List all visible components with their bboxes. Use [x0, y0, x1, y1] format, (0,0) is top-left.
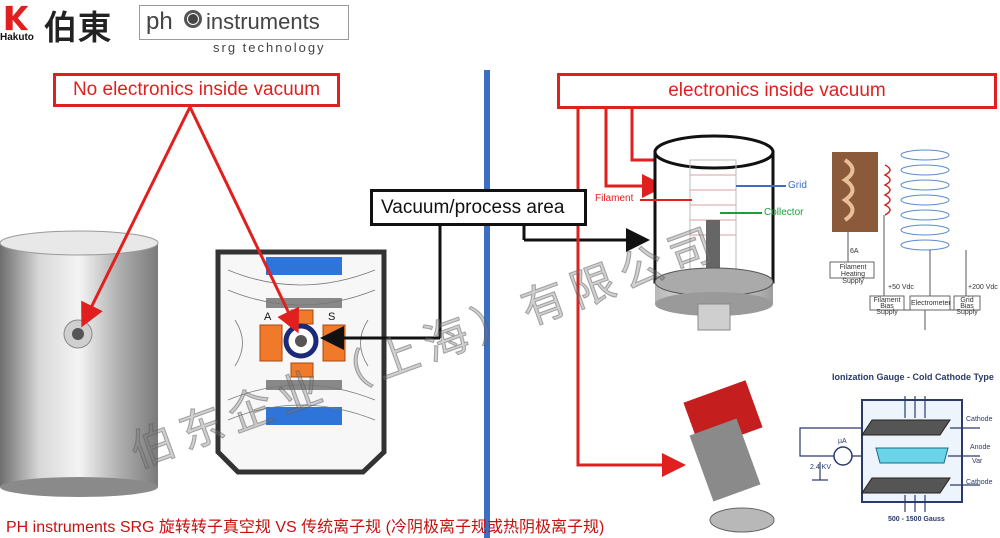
magnet-s-label: S: [328, 311, 336, 323]
filament-label: Filament: [595, 193, 634, 204]
srg-sensor-cylinder: [0, 230, 159, 497]
hakuto-logo: 伯東 Hakuto: [0, 0, 132, 47]
filament-heating-label: Filament Heating Supply: [839, 264, 867, 285]
voltage-50-label: +50 Vdc: [888, 284, 914, 291]
hot-cathode-gauge: [653, 134, 775, 331]
footer-caption: PH instruments SRG 旋转转子真空规 VS 传统离子规 (冷阴极…: [6, 519, 605, 536]
hot-cathode-schematic: [829, 149, 981, 330]
cold-cathode-sensor: [683, 380, 775, 533]
no-electronics-callout: No electronics inside vacuum: [53, 73, 340, 107]
anode-label: Anode: [970, 444, 991, 451]
electronics-callout: electronics inside vacuum: [557, 73, 997, 109]
grid-label: Grid: [788, 180, 807, 191]
voltage-label: 2.4 KV: [810, 464, 832, 471]
cold-cathode-title: Ionization Gauge - Cold Cathode Type: [832, 372, 994, 382]
center-divider: [484, 70, 490, 538]
cathode-top-label: Cathode: [966, 416, 993, 423]
srg-field-diagram: [215, 249, 387, 475]
ph-prefix-text: ph: [146, 8, 173, 35]
magnet-a-label: A: [264, 311, 272, 323]
filament-bias-label: Filament Bias Supply: [873, 297, 901, 316]
ph-tagline: srg technology: [213, 40, 326, 55]
amp-label: 6A: [850, 248, 859, 255]
vacuum-area-callout: Vacuum/process area: [370, 189, 587, 226]
electrometer-label: Electrometer: [911, 300, 951, 307]
hakuto-word-text: Hakuto: [0, 32, 34, 43]
var-label: Var: [972, 458, 983, 465]
collector-label: Collector: [764, 207, 804, 218]
cold-cathode-schematic: [799, 396, 980, 512]
ph-instruments-logo: ph instruments: [139, 5, 349, 40]
voltage-200-label: +200 Vdc: [968, 284, 998, 291]
hakuto-mark-icon: [5, 5, 29, 31]
ph-instruments-text: instruments: [206, 9, 320, 34]
field-label: 500 - 1500 Gauss: [888, 516, 945, 523]
cathode-bottom-label: Cathode: [966, 479, 993, 486]
current-label: µA: [838, 438, 847, 445]
ph-dot-icon: [188, 14, 198, 24]
hakuto-cjk-text: 伯東: [44, 8, 112, 47]
grid-bias-label: Grid Bias Supply: [956, 297, 978, 316]
